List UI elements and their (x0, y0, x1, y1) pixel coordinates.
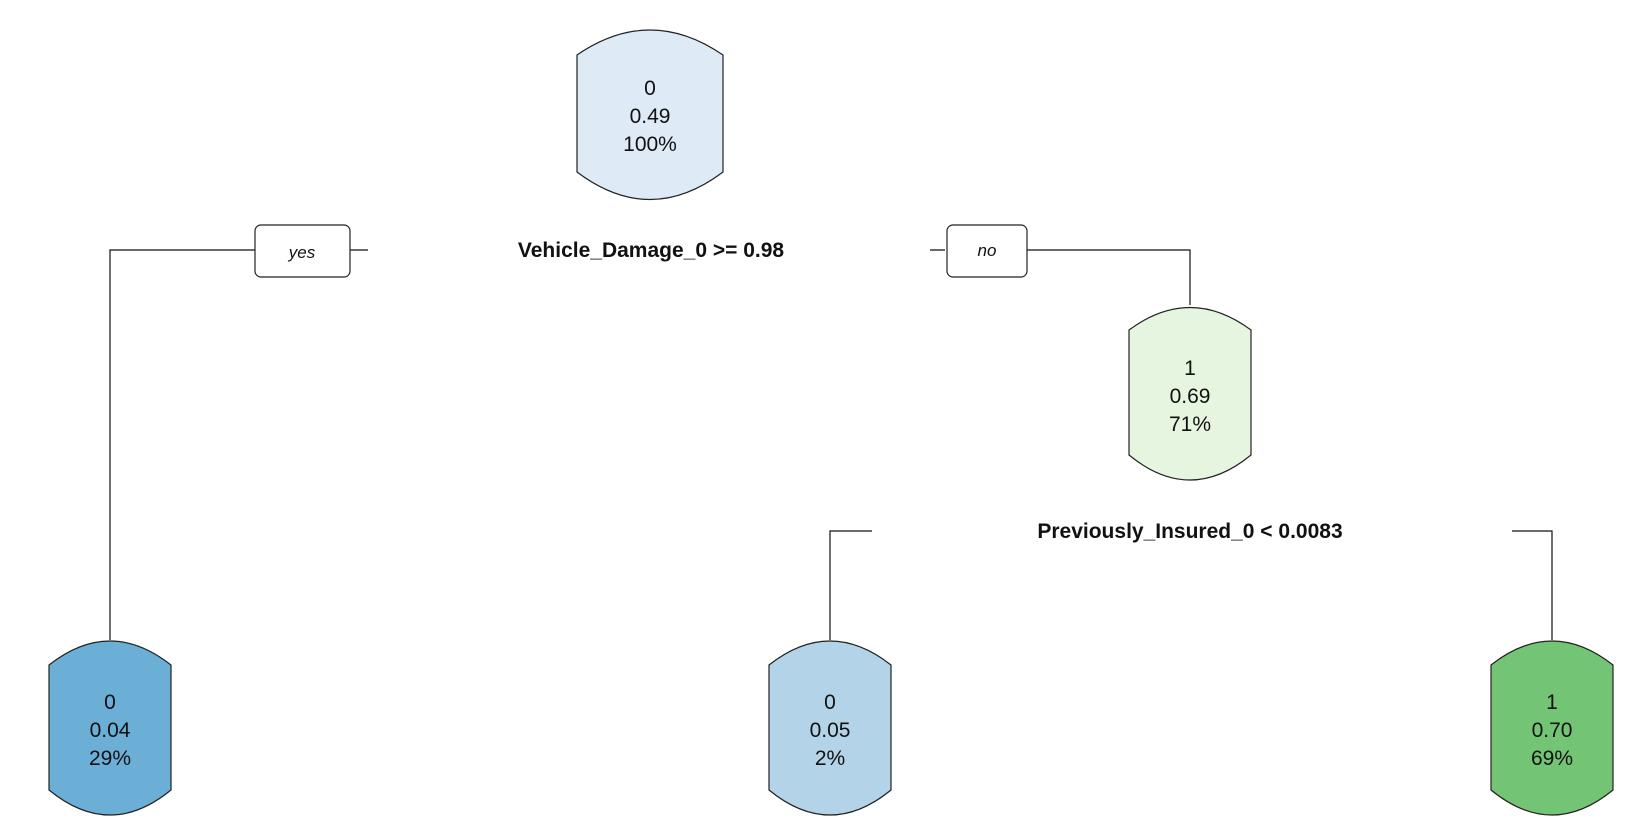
branch-yes-label: yes (254, 224, 351, 278)
tree-leaf-left: 0 0.04 29% (48, 640, 172, 816)
tree-node-right: 1 0.69 71% (1128, 306, 1252, 481)
tree-node-root: 0 0.49 100% (576, 29, 724, 201)
edge-root-left (109, 249, 368, 640)
node-root-pct: 100% (623, 133, 677, 156)
leaf-right-left-shape (768, 640, 892, 816)
leaf-right-right-prob: 0.70 (1532, 719, 1573, 742)
leaf-left-pct: 29% (89, 747, 131, 770)
branch-no-label: no (946, 224, 1028, 278)
tree-leaf-right-left: 0 0.05 2% (768, 640, 892, 816)
edge-right-right (1512, 530, 1553, 640)
leaf-left-prob: 0.04 (90, 719, 131, 742)
leaf-left-shape (48, 640, 172, 816)
root-split-label: Vehicle_Damage_0 >= 0.98 (518, 239, 785, 262)
node-right-prob: 0.69 (1170, 385, 1211, 408)
node-root-prob: 0.49 (630, 105, 671, 128)
branch-no-text: no (978, 241, 997, 260)
leaf-right-left-class: 0 (824, 691, 836, 714)
node-right-pct: 71% (1169, 413, 1211, 436)
leaf-right-left-pct: 2% (815, 747, 845, 770)
node-root-shape (576, 29, 724, 201)
node-right-shape (1128, 306, 1252, 481)
node-right-class: 1 (1184, 357, 1196, 380)
leaf-left-class: 0 (104, 691, 116, 714)
leaf-right-left-prob: 0.05 (810, 719, 851, 742)
edge-right-left (829, 530, 872, 640)
leaf-right-right-shape (1490, 640, 1614, 816)
edge-root-right (930, 249, 1191, 305)
leaf-right-right-class: 1 (1546, 691, 1558, 714)
leaf-right-right-pct: 69% (1531, 747, 1573, 770)
node-root-class: 0 (644, 77, 656, 100)
tree-leaf-right-right: 1 0.70 69% (1490, 640, 1614, 816)
right-split-label: Previously_Insured_0 < 0.0083 (1037, 520, 1342, 543)
tree-edges (109, 249, 1553, 640)
branch-yes-text: yes (288, 243, 316, 262)
